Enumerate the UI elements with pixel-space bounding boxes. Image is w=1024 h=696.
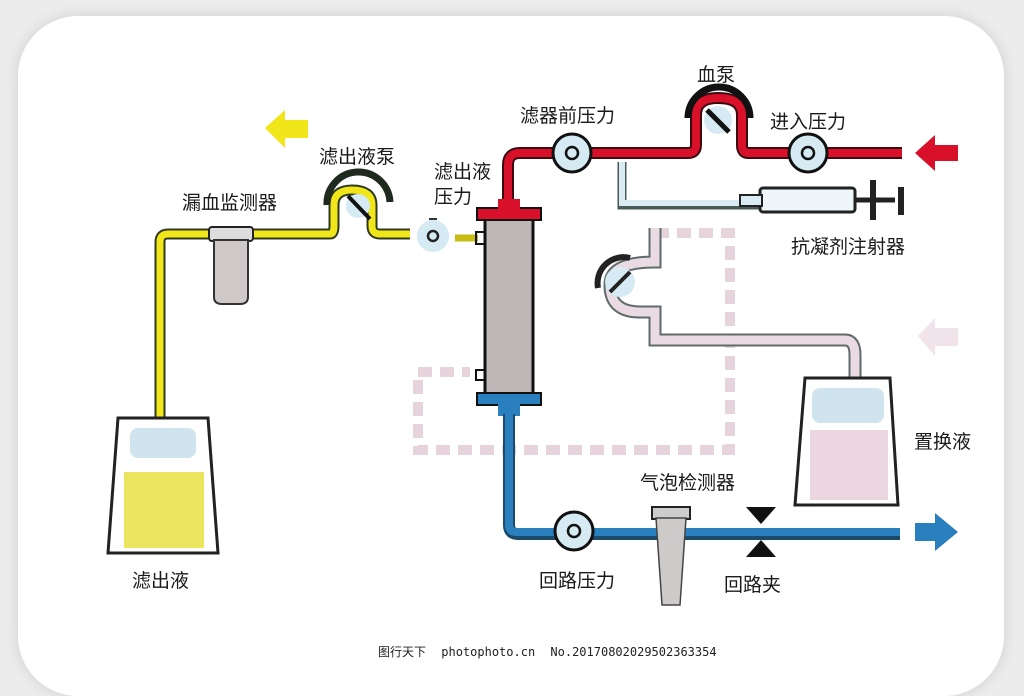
label-filtrate-pump: 滤出液泵 [319, 146, 396, 168]
replacement-fluid-bag [793, 376, 900, 507]
label-filtrate: 滤出液 [132, 570, 190, 592]
label-blood-pump: 血泵 [697, 64, 736, 86]
label-bubble-detector: 气泡检测器 [640, 472, 736, 494]
venous-line [503, 414, 900, 540]
filtrate-pump [323, 168, 394, 221]
label-return-pressure: 回路压力 [539, 570, 616, 592]
replacement-flow-arrow [918, 318, 958, 356]
label-inlet-pressure: 进入压力 [770, 111, 847, 133]
filtrate-bag [106, 416, 220, 555]
watermark-site-cn: 图行天下 [378, 645, 427, 659]
inlet-pressure-gauge [787, 132, 829, 174]
anticoagulant-line [617, 162, 760, 210]
replacement-dashed-loop [413, 228, 735, 455]
label-filtrate-pressure-1: 滤出液 [434, 161, 492, 183]
watermark: 图行天下 photophoto.cn No.201708020295023633… [378, 643, 725, 660]
label-return-clamp: 回路夹 [724, 574, 782, 596]
return-pressure-gauge [553, 510, 595, 552]
watermark-site: photophoto.cn [441, 645, 536, 659]
label-filtrate-pressure-2: 压力 [434, 186, 473, 208]
label-pre-filter-pressure: 滤器前压力 [520, 105, 616, 127]
blood-leak-detector [208, 226, 254, 305]
blood-inflow-arrow [915, 135, 958, 171]
replacement-pump [594, 254, 635, 297]
arterial-line [502, 91, 902, 210]
label-anticoagulant-syringe: 抗凝剂注射器 [791, 236, 906, 258]
bubble-detector [651, 506, 691, 606]
syringe-icon [739, 180, 904, 220]
pre-filter-pressure-gauge [551, 132, 593, 174]
hemofilter [475, 199, 542, 416]
hemofiltration-diagram [106, 83, 958, 606]
filtrate-outflow-arrow [265, 110, 308, 148]
watermark-number: No.20170802029502363354 [550, 645, 717, 659]
blood-pump [684, 83, 754, 134]
label-blood-leak-detector: 漏血监测器 [182, 192, 278, 214]
filtrate-line [154, 184, 478, 420]
filtrate-pressure-gauge [417, 218, 449, 252]
label-replacement-fluid: 置换液 [914, 431, 972, 453]
blood-return-arrow [915, 513, 958, 551]
return-clamp [746, 507, 776, 557]
